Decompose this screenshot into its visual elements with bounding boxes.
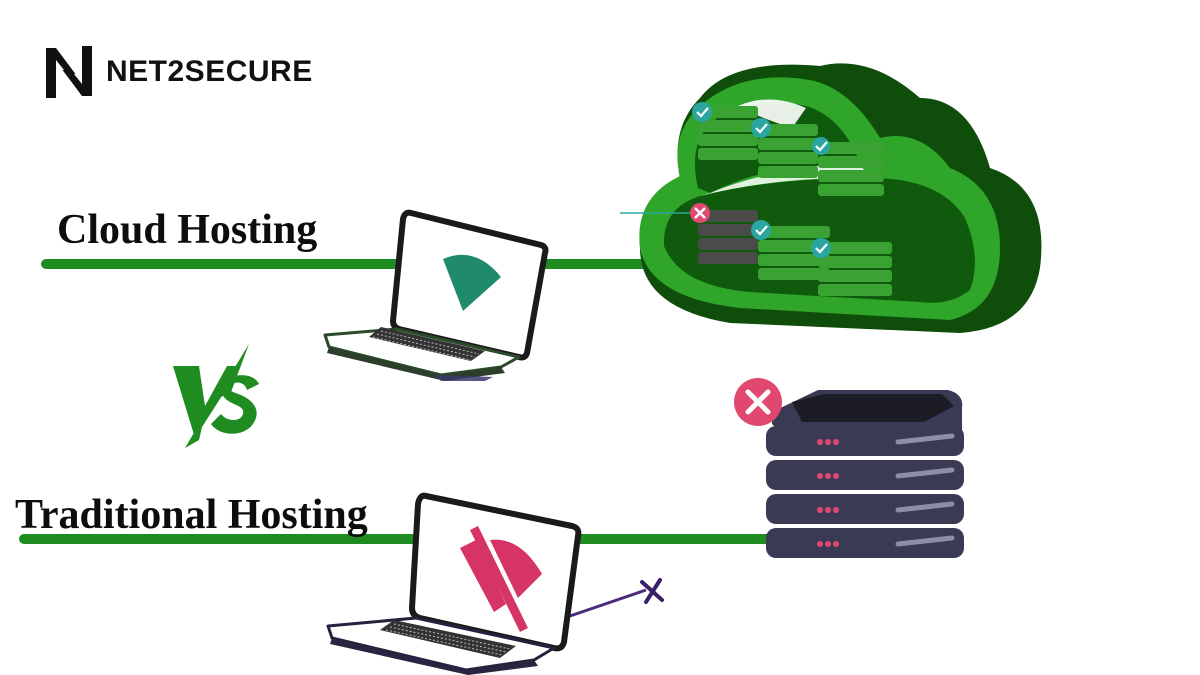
cloud-server-stack-upper-3 [818,142,884,196]
traditional-server-stack [734,378,964,558]
brand-logo: NET2SECURE [44,44,313,100]
check-badge-icon [751,118,771,138]
cloud-server-stack-lower-3 [818,242,892,296]
error-badge-icon [734,378,782,426]
cloud-server-illustration [620,63,1042,333]
check-badge-icon [812,137,830,155]
brand-name: NET2SECURE [106,55,313,88]
traditional-hosting-heading: Traditional Hosting [15,492,368,538]
check-badge-icon [751,220,771,240]
cloud-hosting-heading: Cloud Hosting [57,207,318,253]
check-badge-icon [811,238,831,258]
versus-icon [173,344,259,448]
wifi-signal-icon [443,254,501,311]
check-badge-icon [692,102,712,122]
wifi-off-icon [460,526,542,632]
n-monogram-icon [46,46,92,98]
cloud-server-stack-upper-2 [758,124,818,178]
error-badge-icon [690,203,710,223]
cloud-laptop [323,209,549,381]
traditional-laptop [326,492,664,675]
cloud-server-stack-upper-1 [698,106,758,160]
cloud-server-stack-lower-error [698,210,758,264]
disconnected-x-icon [640,578,664,604]
